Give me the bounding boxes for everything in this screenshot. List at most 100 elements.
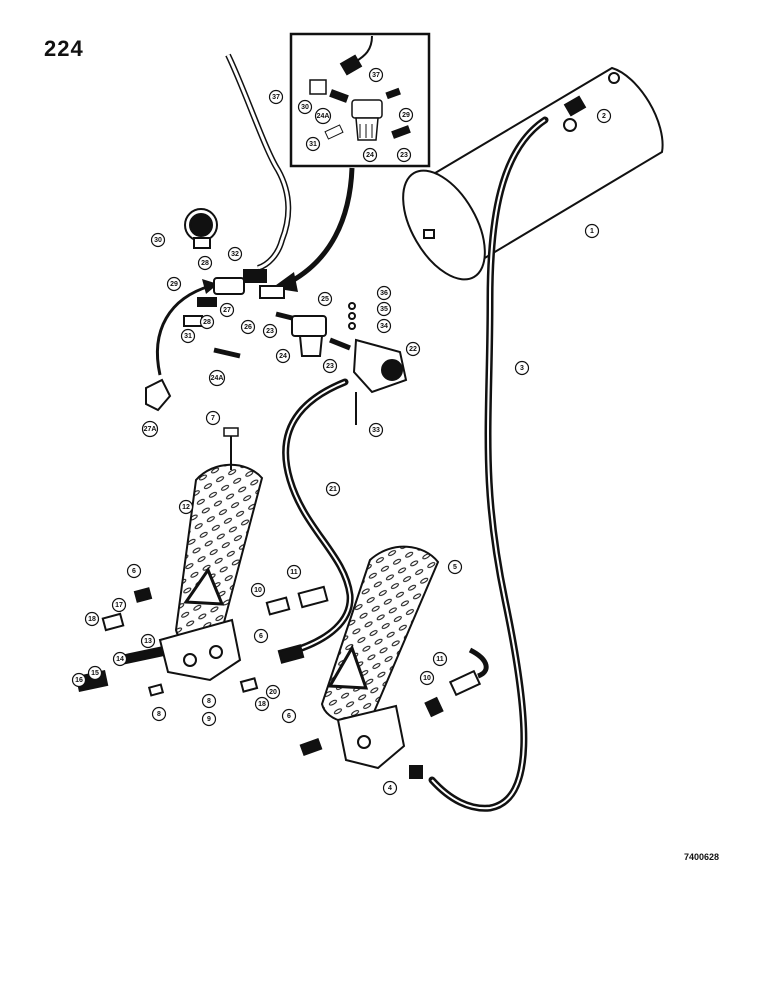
callout-c3: 3 (514, 360, 530, 376)
callout-label: 16 (75, 677, 83, 684)
callout-circle (584, 223, 600, 239)
callout-label: 36 (380, 290, 388, 297)
callout-label: 37 (272, 94, 280, 101)
valve-body-5 (299, 647, 489, 779)
callout-circle (596, 108, 612, 124)
callout-c23c: 23 (396, 147, 412, 163)
callout-circle (262, 323, 278, 339)
callout-circle (141, 420, 159, 438)
callout-c4: 4 (382, 780, 398, 796)
callout-label: 25 (321, 296, 329, 303)
callout-label: 35 (380, 306, 388, 313)
callout-circle (376, 285, 392, 301)
callout-c28a: 28 (197, 255, 213, 271)
detail-inset (289, 32, 431, 168)
callout-c33: 33 (368, 422, 384, 438)
callout-label: 18 (88, 616, 96, 623)
callout-c24A: 24A (208, 369, 226, 387)
callout-circle (268, 89, 284, 105)
callout-c20: 20 (265, 684, 281, 700)
callout-c10a: 10 (250, 582, 266, 598)
callout-label: 7 (211, 415, 215, 422)
callout-circle (297, 99, 313, 115)
callout-circle (240, 319, 256, 335)
callout-label: 6 (259, 633, 263, 640)
page-number: 224 (44, 36, 84, 61)
callout-label: 21 (329, 486, 337, 493)
callout-c16: 16 (71, 672, 87, 688)
callout-circle (178, 499, 194, 515)
callout-c24: 24 (275, 348, 291, 364)
callout-label: 8 (157, 711, 161, 718)
callout-label: 31 (184, 333, 192, 340)
callout-label: 27 (223, 307, 231, 314)
callout-circle (197, 255, 213, 271)
callout-c36: 36 (376, 285, 392, 301)
callout-circle (376, 318, 392, 334)
callout-label: 27A (144, 426, 157, 433)
callout-label: 2 (602, 113, 606, 120)
callout-c5: 5 (447, 559, 463, 575)
callout-label: 24 (366, 152, 374, 159)
callout-label: 37 (372, 72, 380, 79)
callout-c22: 22 (405, 341, 421, 357)
callout-label: 31 (309, 141, 317, 148)
callout-circle (166, 276, 182, 292)
callout-c8a: 8 (151, 706, 167, 722)
callout-c6c: 6 (281, 708, 297, 724)
callout-c34: 34 (376, 318, 392, 334)
callout-c15: 15 (87, 665, 103, 681)
callout-label: 6 (132, 568, 136, 575)
callout-circle (432, 651, 448, 667)
callout-circle (281, 708, 297, 724)
callout-circle (305, 136, 321, 152)
callout-circle (325, 481, 341, 497)
callout-c9: 9 (201, 711, 217, 727)
callout-c12: 12 (178, 499, 194, 515)
callout-circle (140, 633, 156, 649)
callout-circle (227, 246, 243, 262)
callout-circle (111, 597, 127, 613)
callout-label: 3 (520, 365, 524, 372)
callout-label: 10 (423, 675, 431, 682)
callout-label: 23 (326, 363, 334, 370)
callout-c31b: 31 (305, 136, 321, 152)
callout-c6a: 6 (126, 563, 142, 579)
callout-circle (254, 696, 270, 712)
callout-circle (447, 559, 463, 575)
callout-label: 28 (203, 319, 211, 326)
callout-label: 5 (453, 564, 457, 571)
callout-circle (253, 628, 269, 644)
callout-circle (405, 341, 421, 357)
callout-label: 28 (201, 260, 209, 267)
tee-27a (145, 378, 172, 412)
callout-c24Ab: 24A (314, 107, 332, 125)
callout-circle (219, 302, 235, 318)
callout-c10b: 10 (419, 670, 435, 686)
callout-label: 30 (154, 237, 162, 244)
callout-label: 29 (402, 112, 410, 119)
callout-label: 8 (207, 698, 211, 705)
callout-circle (201, 693, 217, 709)
callout-c27: 27 (219, 302, 235, 318)
callout-circle (368, 67, 384, 83)
line-37 (225, 53, 292, 271)
callout-label: 11 (436, 656, 444, 663)
callout-circle (322, 358, 338, 374)
filter-24 (291, 315, 351, 357)
callout-c30b: 30 (297, 99, 313, 115)
callout-c18a: 18 (84, 611, 100, 627)
callout-circle (265, 684, 281, 700)
callout-circle (199, 314, 215, 330)
tank-fitting (563, 72, 620, 132)
callout-circle (362, 147, 378, 163)
callout-circle (376, 301, 392, 317)
callout-c21: 21 (325, 481, 341, 497)
callout-label: 14 (116, 656, 124, 663)
callout-circle (201, 711, 217, 727)
callout-label: 1 (590, 228, 594, 235)
callout-c29b: 29 (398, 107, 414, 123)
callout-c18b: 18 (254, 696, 270, 712)
callout-c17: 17 (111, 597, 127, 613)
callout-label: 9 (207, 716, 211, 723)
